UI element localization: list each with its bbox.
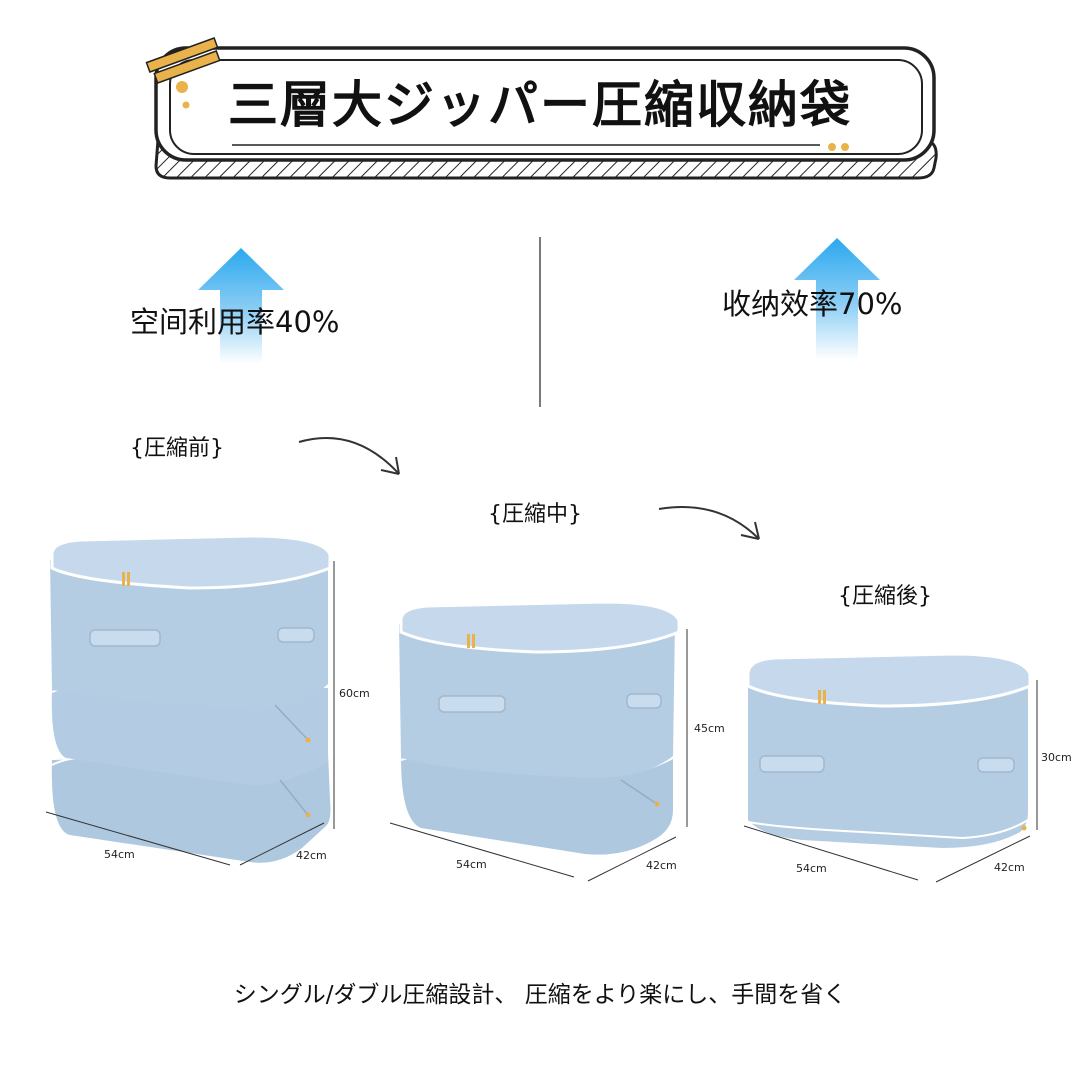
storage-bag-after: [746, 652, 1032, 848]
page-title: 三層大ジッパー圧縮収納袋: [228, 76, 852, 134]
dimension-depth-middle: 42cm: [646, 859, 677, 872]
stat-space-utilization: 空间利用率40%: [130, 305, 340, 339]
arrow-up-icon-right: [794, 238, 880, 360]
curved-arrow-icon-1: [298, 437, 400, 475]
dimension-depth-after: 42cm: [994, 861, 1025, 874]
storage-bag-middle: [399, 600, 681, 855]
divider-line: [539, 237, 541, 407]
dimension-width-after: 54cm: [796, 862, 827, 875]
dimension-height-before: 60cm: [339, 687, 370, 700]
dimension-lines-after: [743, 680, 1038, 883]
stat-storage-efficiency: 收纳效率70%: [722, 287, 903, 321]
storage-bag-before: [50, 534, 332, 863]
stage-label-before: {圧縮前}: [130, 436, 224, 461]
dimension-height-middle: 45cm: [694, 722, 725, 735]
title-banner: [145, 37, 938, 180]
arrow-up-icon-left: [198, 248, 284, 364]
dimension-depth-before: 42cm: [296, 849, 327, 862]
feature-caption: シングル/ダブル圧縮設計、 圧縮をより楽にし、手間を省く: [233, 982, 847, 1008]
dimension-width-before: 54cm: [104, 848, 135, 861]
tape-strip-icon: [145, 37, 221, 84]
dimension-lines-before: [45, 561, 335, 866]
dimension-width-middle: 54cm: [456, 858, 487, 871]
curved-arrow-icon-2: [658, 506, 760, 540]
dimension-height-after: 30cm: [1041, 751, 1072, 764]
stage-label-middle: {圧縮中}: [488, 502, 582, 527]
stage-label-after: {圧縮後}: [838, 584, 932, 609]
dimension-lines-middle: [389, 629, 688, 882]
